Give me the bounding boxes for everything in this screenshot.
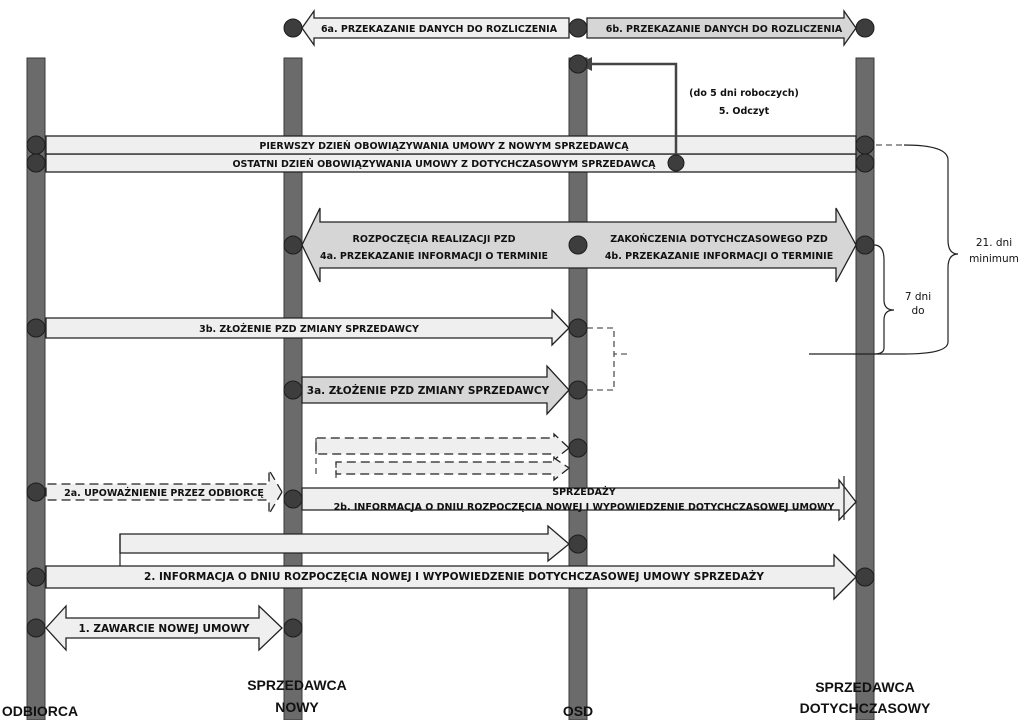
step-6a-label: 6a. PRZEKAZANIE DANYCH DO ROZLICZENIA: [321, 24, 558, 35]
step-2b-line1: 2b. INFORMACJA O DNIU ROZPOCZĘCIA NOWEJ …: [334, 502, 835, 513]
step-2b-branch-link: [315, 438, 337, 480]
lane-label-osd: OSD: [563, 703, 593, 719]
dot: [855, 18, 875, 38]
dot: [26, 567, 46, 587]
step-2b-branch-lower: [335, 456, 571, 482]
dot: [855, 153, 875, 173]
dot: [568, 54, 588, 74]
step-4a-line1: 4a. PRZEKAZANIE INFORMACJI O TERMINIE: [320, 251, 548, 262]
dot: [855, 135, 875, 155]
lane-label-dotych-1: SPRZEDAWCA: [815, 679, 915, 695]
lane-label-dotych-2: DOTYCHCZASOWY: [800, 700, 931, 716]
step-2a-arrow: [45, 467, 283, 517]
step-3a-label: 3a. ZŁOŻENIE PZD ZMIANY SPRZEDAWCY: [307, 383, 550, 397]
step-4a-line2: ROZPOCZĘCIA REALIZACJI PZD: [353, 234, 516, 245]
dot: [283, 235, 303, 255]
step-5-line2: (do 5 dni roboczych): [689, 88, 799, 99]
step-2b-line2: SPRZEDAŻY: [552, 487, 616, 498]
note-do-7-line1: do: [911, 305, 924, 317]
dot: [855, 235, 875, 255]
dot: [283, 18, 303, 38]
dot: [283, 618, 303, 638]
lane-label-nowy-2: NOWY: [275, 699, 319, 715]
step-1-arrow: [45, 604, 283, 652]
lane-dots: [26, 18, 875, 638]
brace-7: [873, 244, 895, 355]
step-4b-line1: 4b. PRZEKAZANIE INFORMACJI O TERMINIE: [605, 251, 833, 262]
step-2-label: 2. INFORMACJA O DNIU ROZPOCZĘCIA NOWEJ I…: [144, 569, 764, 583]
brace-21: [809, 144, 959, 355]
lane-label-odbiorca: ODBIORCA: [2, 703, 78, 719]
step-3b-label: 3b. ZŁOŻENIE PZD ZMIANY SPRZEDAWCY: [199, 324, 419, 335]
dot: [568, 235, 588, 255]
step-2a-label: 2a. UPOWAŻNIENIE PRZEZ ODBIORCĘ: [64, 488, 264, 499]
dot: [26, 618, 46, 638]
note-min21-line2: 21. dni: [976, 237, 1012, 249]
step-6b-label: 6b. PRZEKAZANIE DANYCH DO ROZLICZENIA: [606, 24, 843, 35]
dot: [667, 154, 685, 172]
last-day-label: OSTATNI DZIEŃ OBOWIĄZYWANIA UMOWY Z DOTY…: [232, 158, 656, 170]
first-day-label: PIERWSZY DZIEŃ OBOWIĄZYWANIA UMOWY Z NOW…: [259, 140, 629, 152]
dot: [283, 489, 303, 509]
dot: [568, 18, 588, 38]
step-5-line: [588, 62, 678, 164]
dot: [568, 380, 588, 400]
dot: [26, 135, 46, 155]
step-5-line1: 5. Odczyt: [719, 106, 770, 117]
dot: [568, 438, 588, 458]
dot: [26, 153, 46, 173]
step-2-arrow: [45, 553, 857, 601]
step-1-label: 1. ZAWARCIE NOWEJ UMOWY: [78, 623, 249, 635]
lane-odbiorca: [26, 57, 46, 720]
lane-dotychczasowy: [855, 57, 875, 720]
step-2b-branch-upper: [315, 432, 570, 462]
step-3b-arrow: [45, 308, 570, 347]
dot: [568, 534, 588, 554]
dot: [26, 482, 46, 502]
dot: [283, 380, 303, 400]
step-4b-line2: ZAKOŃCZENIA DOTYCHCZASOWEGO PZD: [610, 233, 828, 245]
dot: [26, 318, 46, 338]
step-2-branch-arrow: [119, 524, 571, 563]
lane-label-nowy-1: SPRZEDAWCA: [247, 677, 347, 693]
note-do-7-line2: 7 dni: [905, 291, 931, 303]
note-min21-line1: minimum: [969, 253, 1019, 265]
dot: [855, 567, 875, 587]
step-3-join: [587, 327, 629, 391]
dot: [568, 318, 588, 338]
